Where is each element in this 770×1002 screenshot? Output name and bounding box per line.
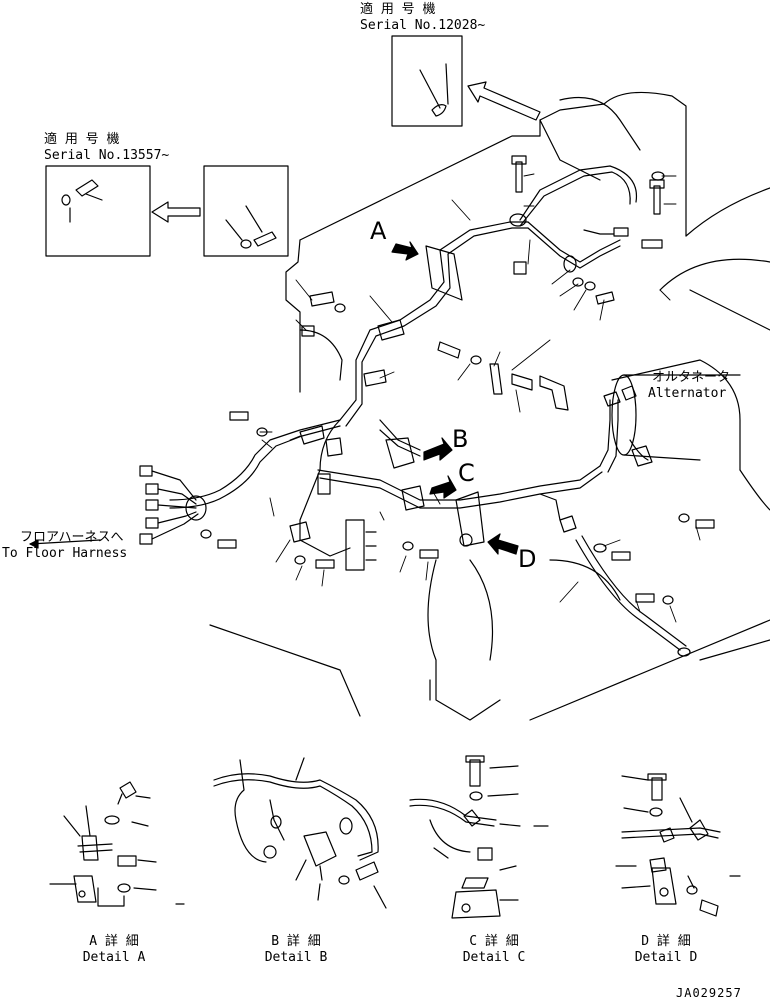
hardware <box>200 155 715 657</box>
detail-b-jp: B 詳 細 <box>271 934 321 949</box>
alternator-jp: オルタネータ <box>652 370 731 385</box>
serial-top-jp: 適 用 号 機 <box>360 2 436 17</box>
inset-serial-12028 <box>391 35 463 127</box>
detail-c-en: Detail C <box>462 950 526 965</box>
inset-arrow-left <box>151 201 201 223</box>
callout-b: B <box>452 425 469 453</box>
drawing-number: JA029257 <box>676 986 742 1000</box>
serial-left-jp: 適 用 号 機 <box>44 132 120 147</box>
inset-serial-13557 <box>45 165 151 257</box>
callout-a: A <box>370 217 387 245</box>
detail-a-jp: A 詳 細 <box>89 934 139 949</box>
floor-connectors <box>29 465 207 549</box>
harness-main <box>169 165 687 651</box>
detail-b-en: Detail B <box>264 950 328 965</box>
serial-left-en: Serial No.13557~ <box>44 148 170 163</box>
leader-lines <box>259 173 701 623</box>
inset-old <box>203 165 289 257</box>
detail-c-jp: C 詳 細 <box>469 934 519 949</box>
engine-outline <box>209 91 770 721</box>
serial-top-en: Serial No.12028~ <box>360 18 486 33</box>
callout-c: C <box>458 459 475 487</box>
detail-b-drawing <box>213 757 387 909</box>
detail-d-drawing <box>615 773 741 917</box>
callout-d: D <box>518 545 537 573</box>
callout-arrows <box>391 241 519 555</box>
alternator-en: Alternator <box>648 386 727 401</box>
detail-d-en: Detail D <box>634 950 698 965</box>
floor-harness-jp: フロアハーネスへ <box>20 530 124 545</box>
detail-a-en: Detail A <box>82 950 146 965</box>
detail-a-drawing <box>49 781 185 907</box>
floor-harness-en: To Floor Harness <box>2 546 128 561</box>
inset-arrow-up <box>467 81 541 121</box>
detail-d-jp: D 詳 細 <box>641 934 691 949</box>
detail-c-drawing <box>409 755 549 919</box>
